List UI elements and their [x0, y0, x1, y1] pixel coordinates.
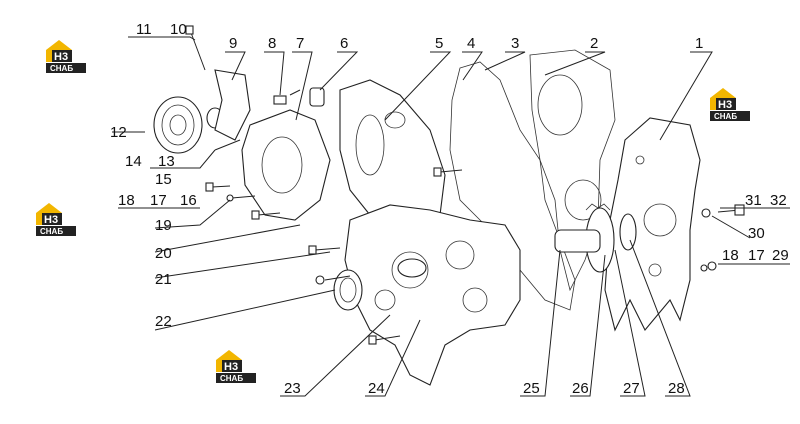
bolts: [185, 25, 745, 345]
sleeve-part: [309, 87, 325, 107]
brand-logo-top-left: H3 СНАБ: [46, 40, 86, 73]
filler-cap-part: [397, 258, 427, 278]
callout-15: 15: [155, 171, 172, 188]
callout-11: 11: [136, 21, 152, 38]
callout-10: 10: [170, 21, 187, 38]
callout-13: 13: [158, 153, 175, 170]
svg-text:СНАБ: СНАБ: [714, 112, 737, 121]
callout-16: 16: [180, 192, 197, 209]
callout-31: 31: [745, 192, 762, 209]
callout-17: 17: [150, 192, 167, 209]
svg-text:СНАБ: СНАБ: [50, 64, 73, 73]
bracket-part: [214, 69, 251, 141]
callout-20: 20: [155, 245, 172, 262]
pulley-part: [153, 96, 203, 154]
callouts: 1 2 3 4 5 6 7 8 9 10 11 12 13 14 15 16 1…: [110, 21, 789, 397]
callout-25: 25: [523, 380, 540, 397]
svg-text:СНАБ: СНАБ: [40, 227, 63, 236]
shaft-part: [554, 229, 601, 253]
callout-4: 4: [467, 35, 475, 52]
svg-text:СНАБ: СНАБ: [220, 374, 243, 383]
svg-text:H3: H3: [44, 214, 58, 226]
callout-21: 21: [155, 271, 172, 288]
callout-32: 32: [770, 192, 787, 209]
callout-12: 12: [110, 124, 127, 141]
brand-logo-bottom: H3 СНАБ: [216, 350, 256, 383]
brand-logo-mid-left: H3 СНАБ: [36, 203, 76, 236]
timing-case-part: [344, 204, 521, 386]
callout-18: 18: [118, 192, 135, 209]
callout-18-right: 18: [722, 247, 739, 264]
callout-28: 28: [668, 380, 685, 397]
callout-26: 26: [572, 380, 589, 397]
cover-gasket-part: [449, 61, 576, 311]
leader-lines: [112, 36, 790, 397]
svg-text:H3: H3: [718, 99, 732, 111]
callout-5: 5: [435, 35, 443, 52]
callout-30: 30: [748, 225, 765, 242]
callout-7: 7: [296, 35, 304, 52]
callout-14: 14: [125, 153, 142, 170]
adapter-plate-part: [241, 109, 331, 221]
callout-24: 24: [368, 380, 385, 397]
callout-8: 8: [268, 35, 276, 52]
callout-3: 3: [511, 35, 519, 52]
callout-2: 2: [590, 35, 598, 52]
callout-1: 1: [695, 35, 703, 52]
callout-27: 27: [623, 380, 640, 397]
svg-text:H3: H3: [54, 51, 68, 63]
svg-text:H3: H3: [224, 361, 238, 373]
callout-29: 29: [772, 247, 789, 264]
brand-logo-top-right: H3 СНАБ: [710, 88, 750, 121]
callout-9: 9: [229, 35, 237, 52]
callout-17-right: 17: [748, 247, 765, 264]
callout-19: 19: [155, 217, 172, 234]
callout-6: 6: [340, 35, 348, 52]
callout-23: 23: [284, 380, 301, 397]
callout-22: 22: [155, 313, 172, 330]
